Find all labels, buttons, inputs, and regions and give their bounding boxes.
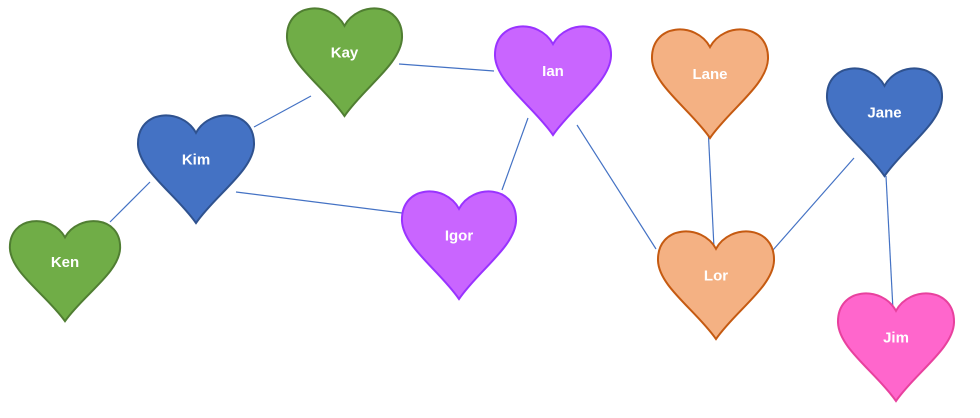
edges <box>109 63 894 311</box>
heart-node-kim[interactable]: Kim <box>138 115 254 223</box>
heart-node-jane[interactable]: Jane <box>827 68 942 176</box>
node-label: Ian <box>542 63 564 80</box>
node-label: Ken <box>51 254 79 271</box>
node-label: Igor <box>445 228 473 245</box>
heart-shape <box>495 26 611 135</box>
edge-kim-kay <box>253 95 312 128</box>
edge-jane-jim <box>885 175 894 311</box>
heart-node-kay[interactable]: Kay <box>287 8 402 116</box>
node-label: Lor <box>704 268 728 285</box>
node-label: Kim <box>182 152 210 169</box>
heart-shape <box>138 115 254 223</box>
edge-lor-jane <box>772 157 855 251</box>
node-label: Lane <box>692 66 727 83</box>
heart-shape <box>658 231 774 339</box>
heart-node-igor[interactable]: Igor <box>402 191 516 299</box>
edge-ian-lor <box>576 124 657 250</box>
heart-shape <box>838 293 954 401</box>
heart-shape <box>827 68 942 176</box>
heart-shape <box>10 221 120 321</box>
node-label: Jane <box>867 105 901 122</box>
heart-shape <box>402 191 516 299</box>
heart-node-lor[interactable]: Lor <box>658 231 774 339</box>
edge-kay-ian <box>398 63 495 72</box>
node-label: Kay <box>331 45 359 62</box>
edge-ken-kim <box>109 181 151 223</box>
node-label: Jim <box>883 330 909 347</box>
heart-node-jim[interactable]: Jim <box>838 293 954 401</box>
heart-node-lane[interactable]: Lane <box>652 29 768 138</box>
edge-ian-igor <box>501 117 529 191</box>
heart-shape <box>652 29 768 138</box>
edge-lane-lor <box>707 125 715 249</box>
heart-node-ken[interactable]: Ken <box>10 221 120 321</box>
heart-node-ian[interactable]: Ian <box>495 26 611 135</box>
edge-kim-igor <box>235 191 403 214</box>
heart-shape <box>287 8 402 116</box>
